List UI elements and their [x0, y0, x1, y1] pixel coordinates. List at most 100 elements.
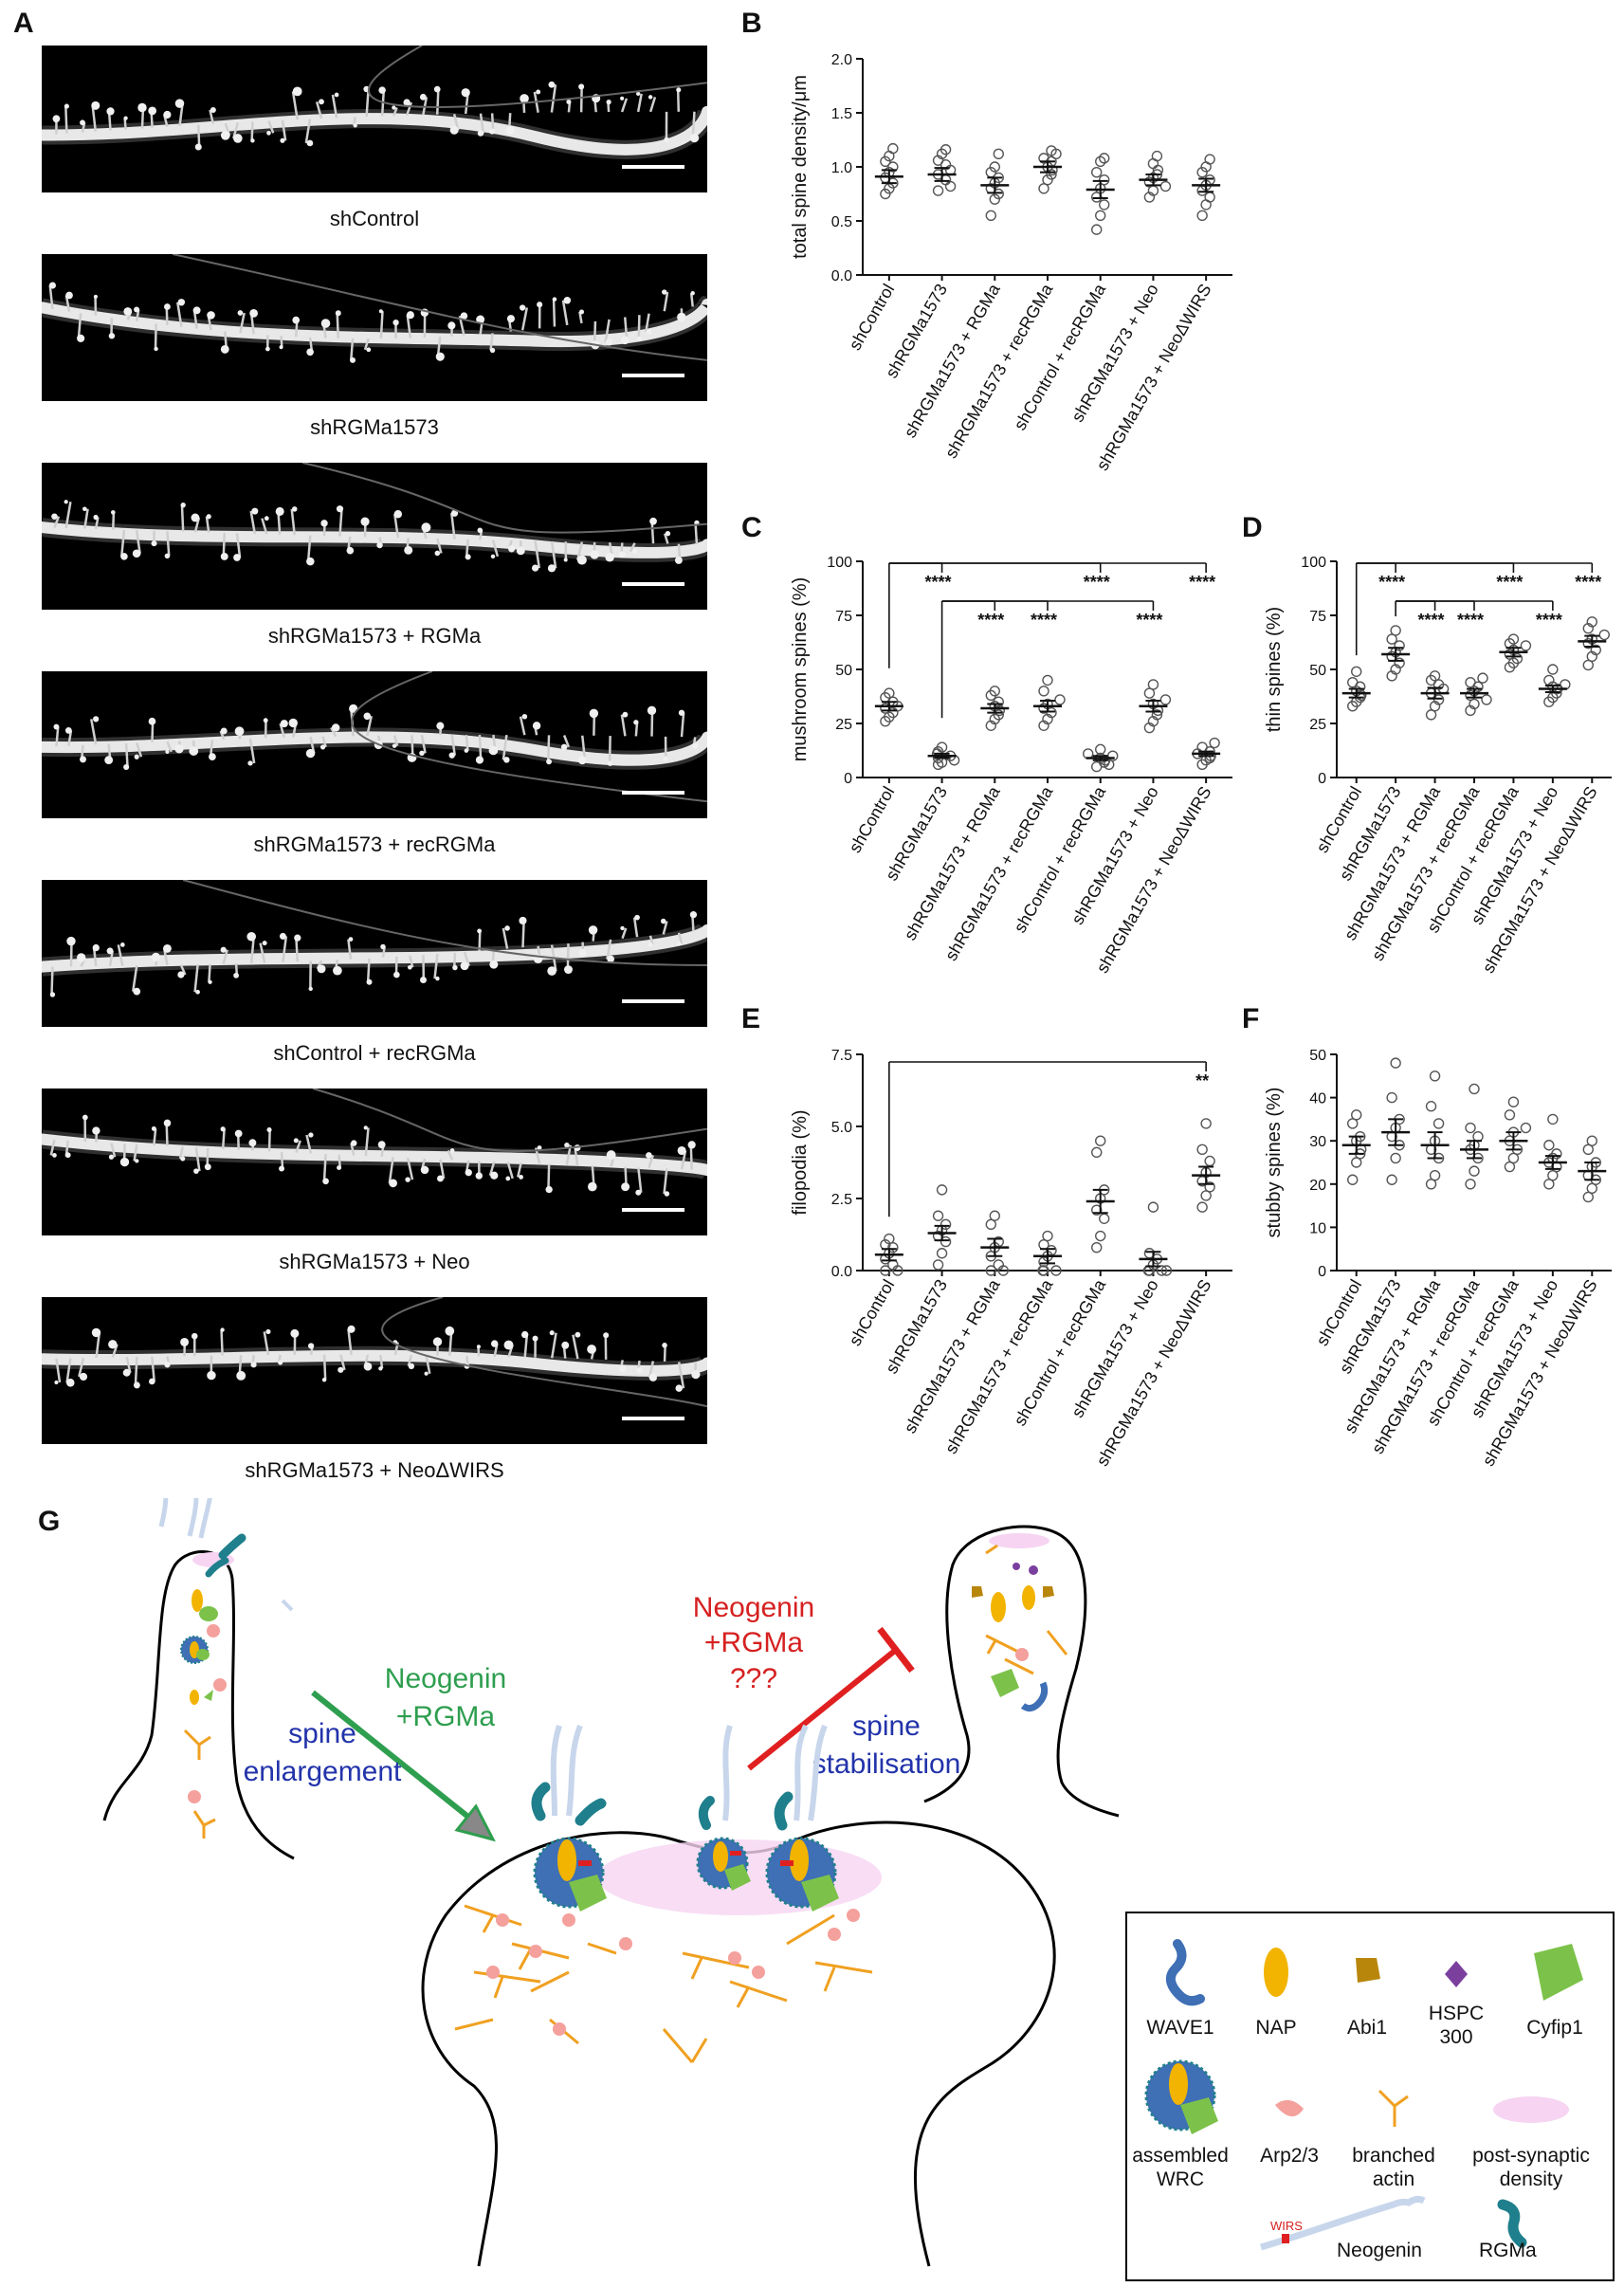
legend-actin-1: branched [1352, 2145, 1435, 2167]
spine-head [377, 1141, 386, 1149]
micrograph-label: shRGMa1573 + recRGMa [253, 832, 496, 856]
spine-head [204, 1163, 211, 1171]
data-point [1425, 709, 1437, 721]
data-point [1054, 694, 1066, 705]
significance-stars: **** [1378, 573, 1405, 592]
scale-bar [622, 1417, 684, 1420]
spine-head [320, 520, 328, 527]
spine-head [321, 1378, 327, 1382]
x-tick-label: shRGMa1573 + RGMa [901, 782, 1005, 943]
spine-head [578, 309, 585, 315]
spine-neck [506, 1162, 514, 1180]
spine-neck [350, 1143, 356, 1156]
significance-stars: **** [1496, 573, 1523, 592]
spine-neck [677, 932, 684, 944]
data-point [1091, 166, 1103, 178]
spine-neck [112, 512, 116, 530]
spine-neck [222, 949, 228, 964]
spine-head [123, 763, 130, 771]
spine-neck [648, 97, 657, 113]
spine-neck [263, 1331, 270, 1356]
y-tick-label: 0 [844, 771, 852, 787]
spine-head [503, 757, 510, 763]
data-point [1351, 1157, 1362, 1168]
spine-neck [178, 1146, 184, 1160]
spine-head [148, 717, 156, 725]
spine-neck [689, 1144, 693, 1170]
spine-head [537, 1145, 542, 1150]
spine-head [419, 750, 425, 757]
spine-head [449, 125, 459, 135]
y-tick-label: 75 [1309, 609, 1326, 625]
spine-head [177, 971, 185, 979]
spine-neck [133, 1144, 138, 1162]
spine-neck [519, 716, 526, 736]
spine-head [618, 551, 626, 558]
spine-head [465, 554, 471, 560]
spine-head [119, 942, 125, 947]
data-point [1351, 666, 1362, 677]
branched-actin-icon [1378, 2089, 1409, 2127]
spine-head [452, 964, 458, 971]
spine-head [220, 552, 228, 560]
micrograph-image [42, 1297, 707, 1444]
data-point [1050, 1265, 1062, 1276]
spine-head [675, 1384, 683, 1392]
y-tick-label: 2.5 [831, 1192, 852, 1208]
data-point [1038, 183, 1049, 194]
spine-neck [90, 719, 98, 745]
spine-head [65, 291, 73, 300]
spine-head [133, 987, 141, 996]
data-point [1520, 1122, 1532, 1134]
spine-head [280, 137, 285, 143]
spine-neck [392, 735, 399, 746]
spine-head [104, 756, 114, 765]
spine-head [607, 760, 613, 766]
spine-head [279, 345, 283, 350]
spine-neck [409, 955, 414, 968]
significance-stars: **** [977, 611, 1004, 630]
spine-neck [220, 1329, 224, 1356]
micrograph-label: shRGMa1573 [310, 415, 439, 439]
spine-head [660, 918, 666, 924]
spine-head [195, 989, 200, 995]
data-point [1196, 210, 1208, 222]
spine-head [531, 564, 539, 572]
data-point [1196, 1201, 1208, 1213]
spine-neck [572, 1334, 579, 1360]
arp-complexes [486, 1909, 860, 2036]
data-point [1095, 1135, 1106, 1146]
spine-head [54, 1380, 59, 1385]
data-point [1091, 1146, 1103, 1159]
spine-head [432, 1337, 443, 1346]
spine-head [233, 972, 239, 979]
y-tick-label: 7.5 [831, 1048, 852, 1064]
spine-neck [620, 714, 627, 737]
spine-head [151, 540, 157, 547]
spine-head [490, 554, 496, 559]
spine-head [677, 312, 686, 322]
y-tick-label: 0.0 [831, 268, 852, 284]
spine-neck [280, 1151, 284, 1169]
spine-head [210, 106, 216, 114]
y-tick-label: 0.5 [831, 214, 852, 230]
legend-nap: NAP [1255, 2017, 1296, 2039]
spine-neck [566, 943, 570, 970]
spine-neck [379, 311, 384, 339]
y-tick-label: 5.0 [831, 1120, 852, 1136]
spine-head [674, 557, 683, 564]
spine-neck [55, 726, 60, 747]
spine-head [191, 1332, 198, 1340]
spine-head [490, 1340, 499, 1347]
data-point [1042, 674, 1053, 686]
spine-head [64, 500, 68, 504]
scale-bar [622, 165, 684, 169]
spine-head [290, 1328, 300, 1338]
spine-head [607, 955, 615, 963]
y-tick-label: 50 [835, 663, 852, 679]
data-point [936, 741, 948, 753]
spine-head [393, 510, 403, 519]
panel-letter-e: E [741, 1003, 761, 1034]
micrograph-image [42, 254, 707, 401]
spine-head [434, 550, 441, 557]
